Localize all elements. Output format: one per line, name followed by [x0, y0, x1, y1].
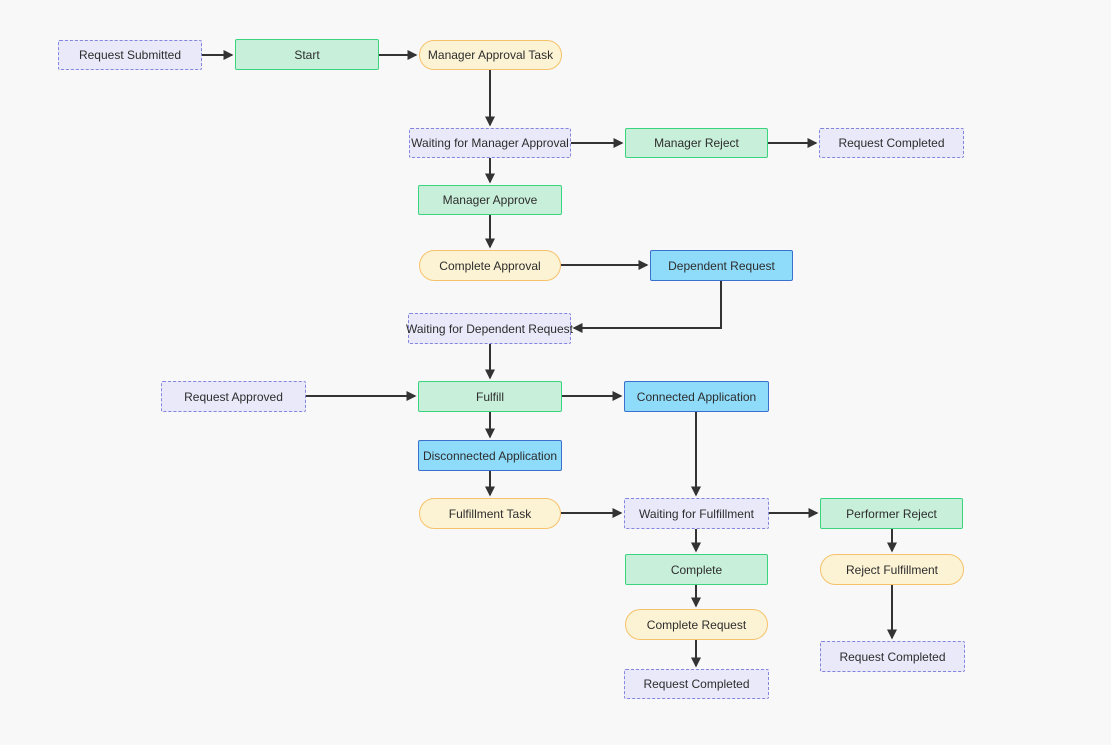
- node-label: Request Submitted: [78, 48, 182, 62]
- node-complete-approval[interactable]: Complete Approval: [419, 250, 561, 281]
- node-manager-reject[interactable]: Manager Reject: [625, 128, 768, 158]
- node-label: Dependent Request: [668, 258, 775, 273]
- node-reject-fulfillment[interactable]: Reject Fulfillment: [820, 554, 964, 585]
- node-label: Request Completed: [839, 649, 946, 664]
- node-label: Request Completed: [838, 136, 945, 150]
- node-request-approved[interactable]: Request Approved: [161, 381, 306, 412]
- node-label: Fulfillment Task: [448, 506, 532, 521]
- node-manager-approval-task[interactable]: Manager Approval Task: [419, 40, 562, 70]
- node-request-submitted[interactable]: Request Submitted: [58, 40, 202, 70]
- node-request-completed-right[interactable]: Request Completed: [820, 641, 965, 672]
- node-label: Reject Fulfillment: [845, 562, 939, 577]
- node-label: Start: [294, 47, 320, 62]
- node-fulfillment-task[interactable]: Fulfillment Task: [419, 498, 561, 529]
- node-label: Connected Application: [636, 389, 757, 404]
- node-complete-request[interactable]: Complete Request: [625, 609, 768, 640]
- node-waiting-dependent-request[interactable]: Waiting for Dependent Request: [406, 313, 573, 344]
- node-label: Disconnected Application: [422, 448, 558, 463]
- node-label: Waiting for Dependent Request: [406, 321, 573, 336]
- node-waiting-manager-approval[interactable]: Waiting for Manager Approval: [409, 128, 571, 158]
- node-label: Request Approved: [184, 389, 283, 404]
- node-label: Complete Approval: [439, 258, 541, 273]
- node-label: Complete: [670, 562, 723, 577]
- node-dependent-request[interactable]: Dependent Request: [650, 250, 793, 281]
- node-request-completed-bottom[interactable]: Request Completed: [624, 669, 769, 699]
- node-label: Performer Reject: [846, 506, 937, 521]
- node-label: Manager Approval Task: [427, 48, 554, 62]
- node-connected-application[interactable]: Connected Application: [624, 381, 769, 412]
- node-label: Request Completed: [643, 677, 750, 691]
- node-label: Manager Reject: [654, 136, 739, 150]
- node-label: Fulfill: [475, 389, 504, 404]
- edge-dependent-request-to-waiting-dependent-request: [572, 281, 722, 333]
- node-manager-approve[interactable]: Manager Approve: [418, 185, 562, 215]
- node-complete[interactable]: Complete: [625, 554, 768, 585]
- node-waiting-fulfillment[interactable]: Waiting for Fulfillment: [624, 498, 769, 529]
- node-fulfill[interactable]: Fulfill: [418, 381, 562, 412]
- node-label: Manager Approve: [442, 193, 538, 207]
- node-label: Waiting for Manager Approval: [411, 136, 569, 150]
- node-label: Waiting for Fulfillment: [639, 506, 754, 521]
- node-start[interactable]: Start: [235, 39, 379, 70]
- node-request-completed-top[interactable]: Request Completed: [819, 128, 964, 158]
- node-performer-reject[interactable]: Performer Reject: [820, 498, 963, 529]
- node-label: Complete Request: [646, 617, 747, 632]
- node-disconnected-application[interactable]: Disconnected Application: [418, 440, 562, 471]
